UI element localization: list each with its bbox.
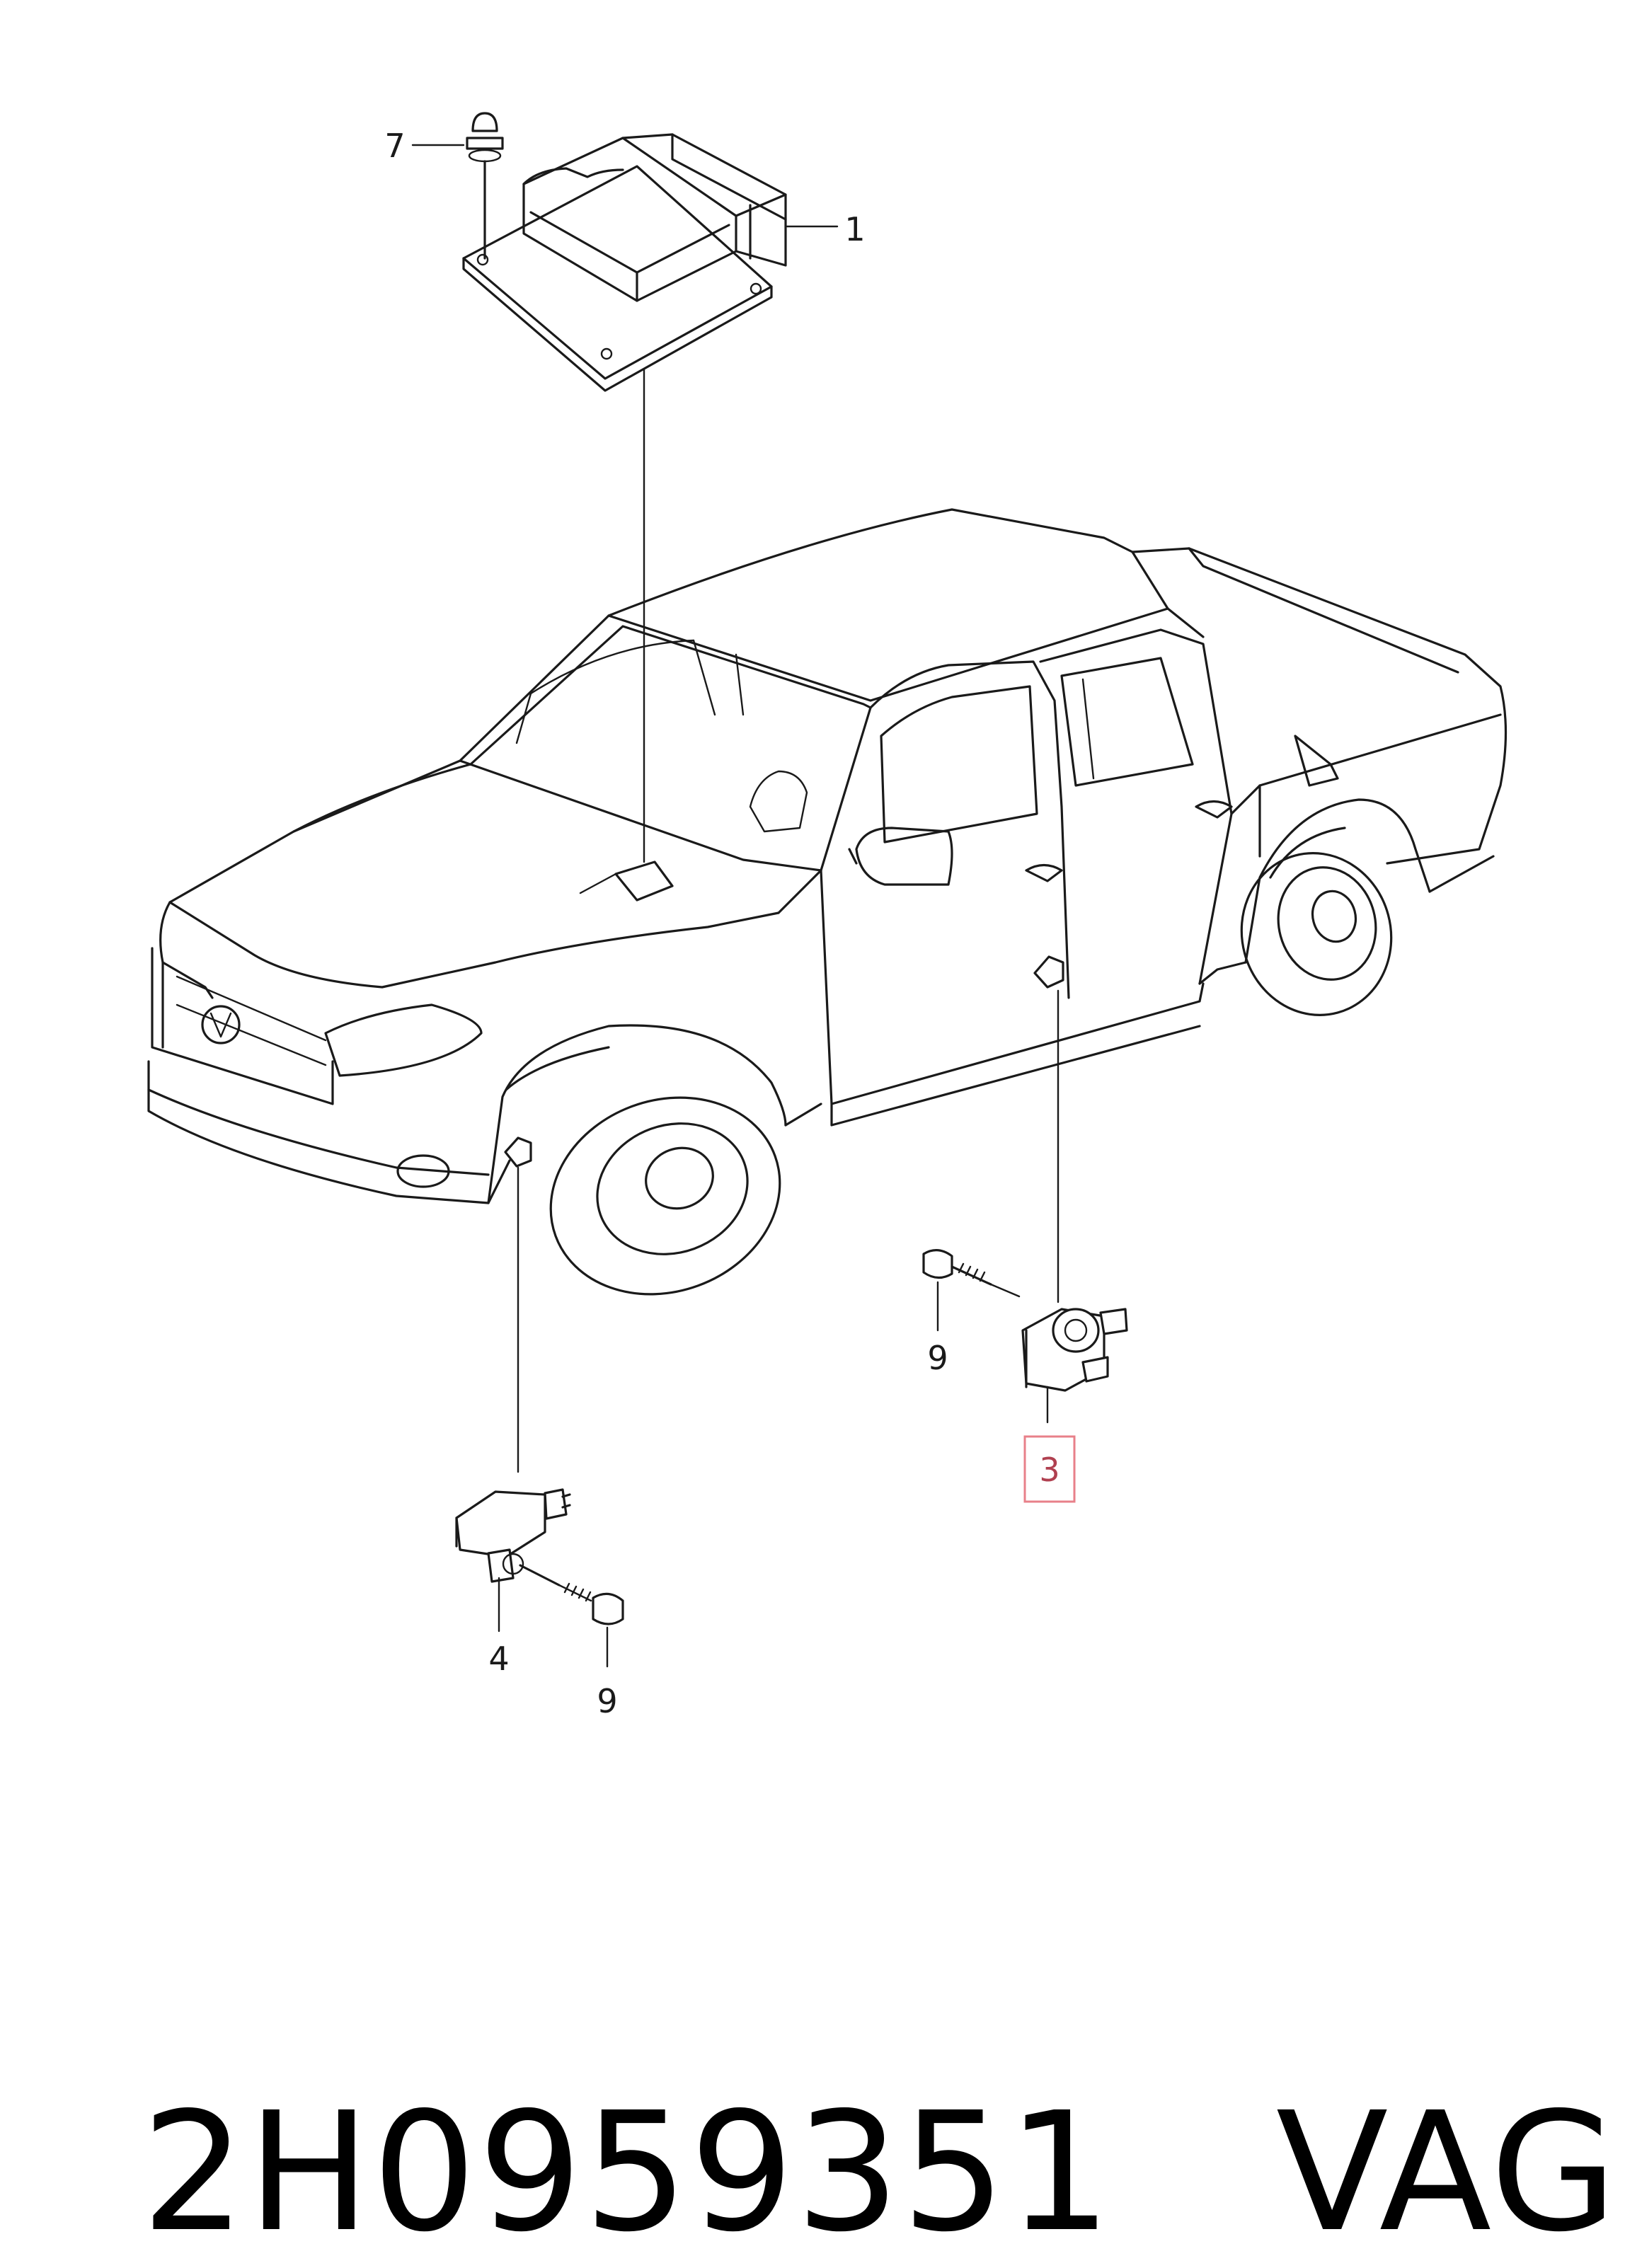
parts-diagram: 7 1 9 3 4 9 — [147, 112, 1508, 1720]
brand-name: VAG — [1275, 2077, 1619, 2268]
callout-9-lower: 9 — [597, 1682, 617, 1720]
bolt-9-lower — [519, 1564, 624, 1668]
part-number: 2H0959351 — [141, 2077, 1113, 2268]
callout-7: 7 — [384, 127, 405, 165]
leader-lines — [517, 368, 1060, 1473]
callout-4: 4 — [488, 1640, 509, 1678]
callout-9-upper: 9 — [927, 1339, 948, 1377]
nut-7 — [466, 112, 504, 260]
pickup-truck — [147, 508, 1508, 1296]
callout-1: 1 — [844, 210, 865, 248]
crash-sensor-3 — [1021, 1308, 1128, 1424]
callout-3-highlight — [1023, 1435, 1076, 1503]
bolt-9-upper — [922, 1249, 1021, 1332]
airbag-control-unit — [462, 133, 787, 392]
crash-sensor-4 — [455, 1488, 571, 1633]
callout-3: 3 — [1039, 1451, 1060, 1489]
